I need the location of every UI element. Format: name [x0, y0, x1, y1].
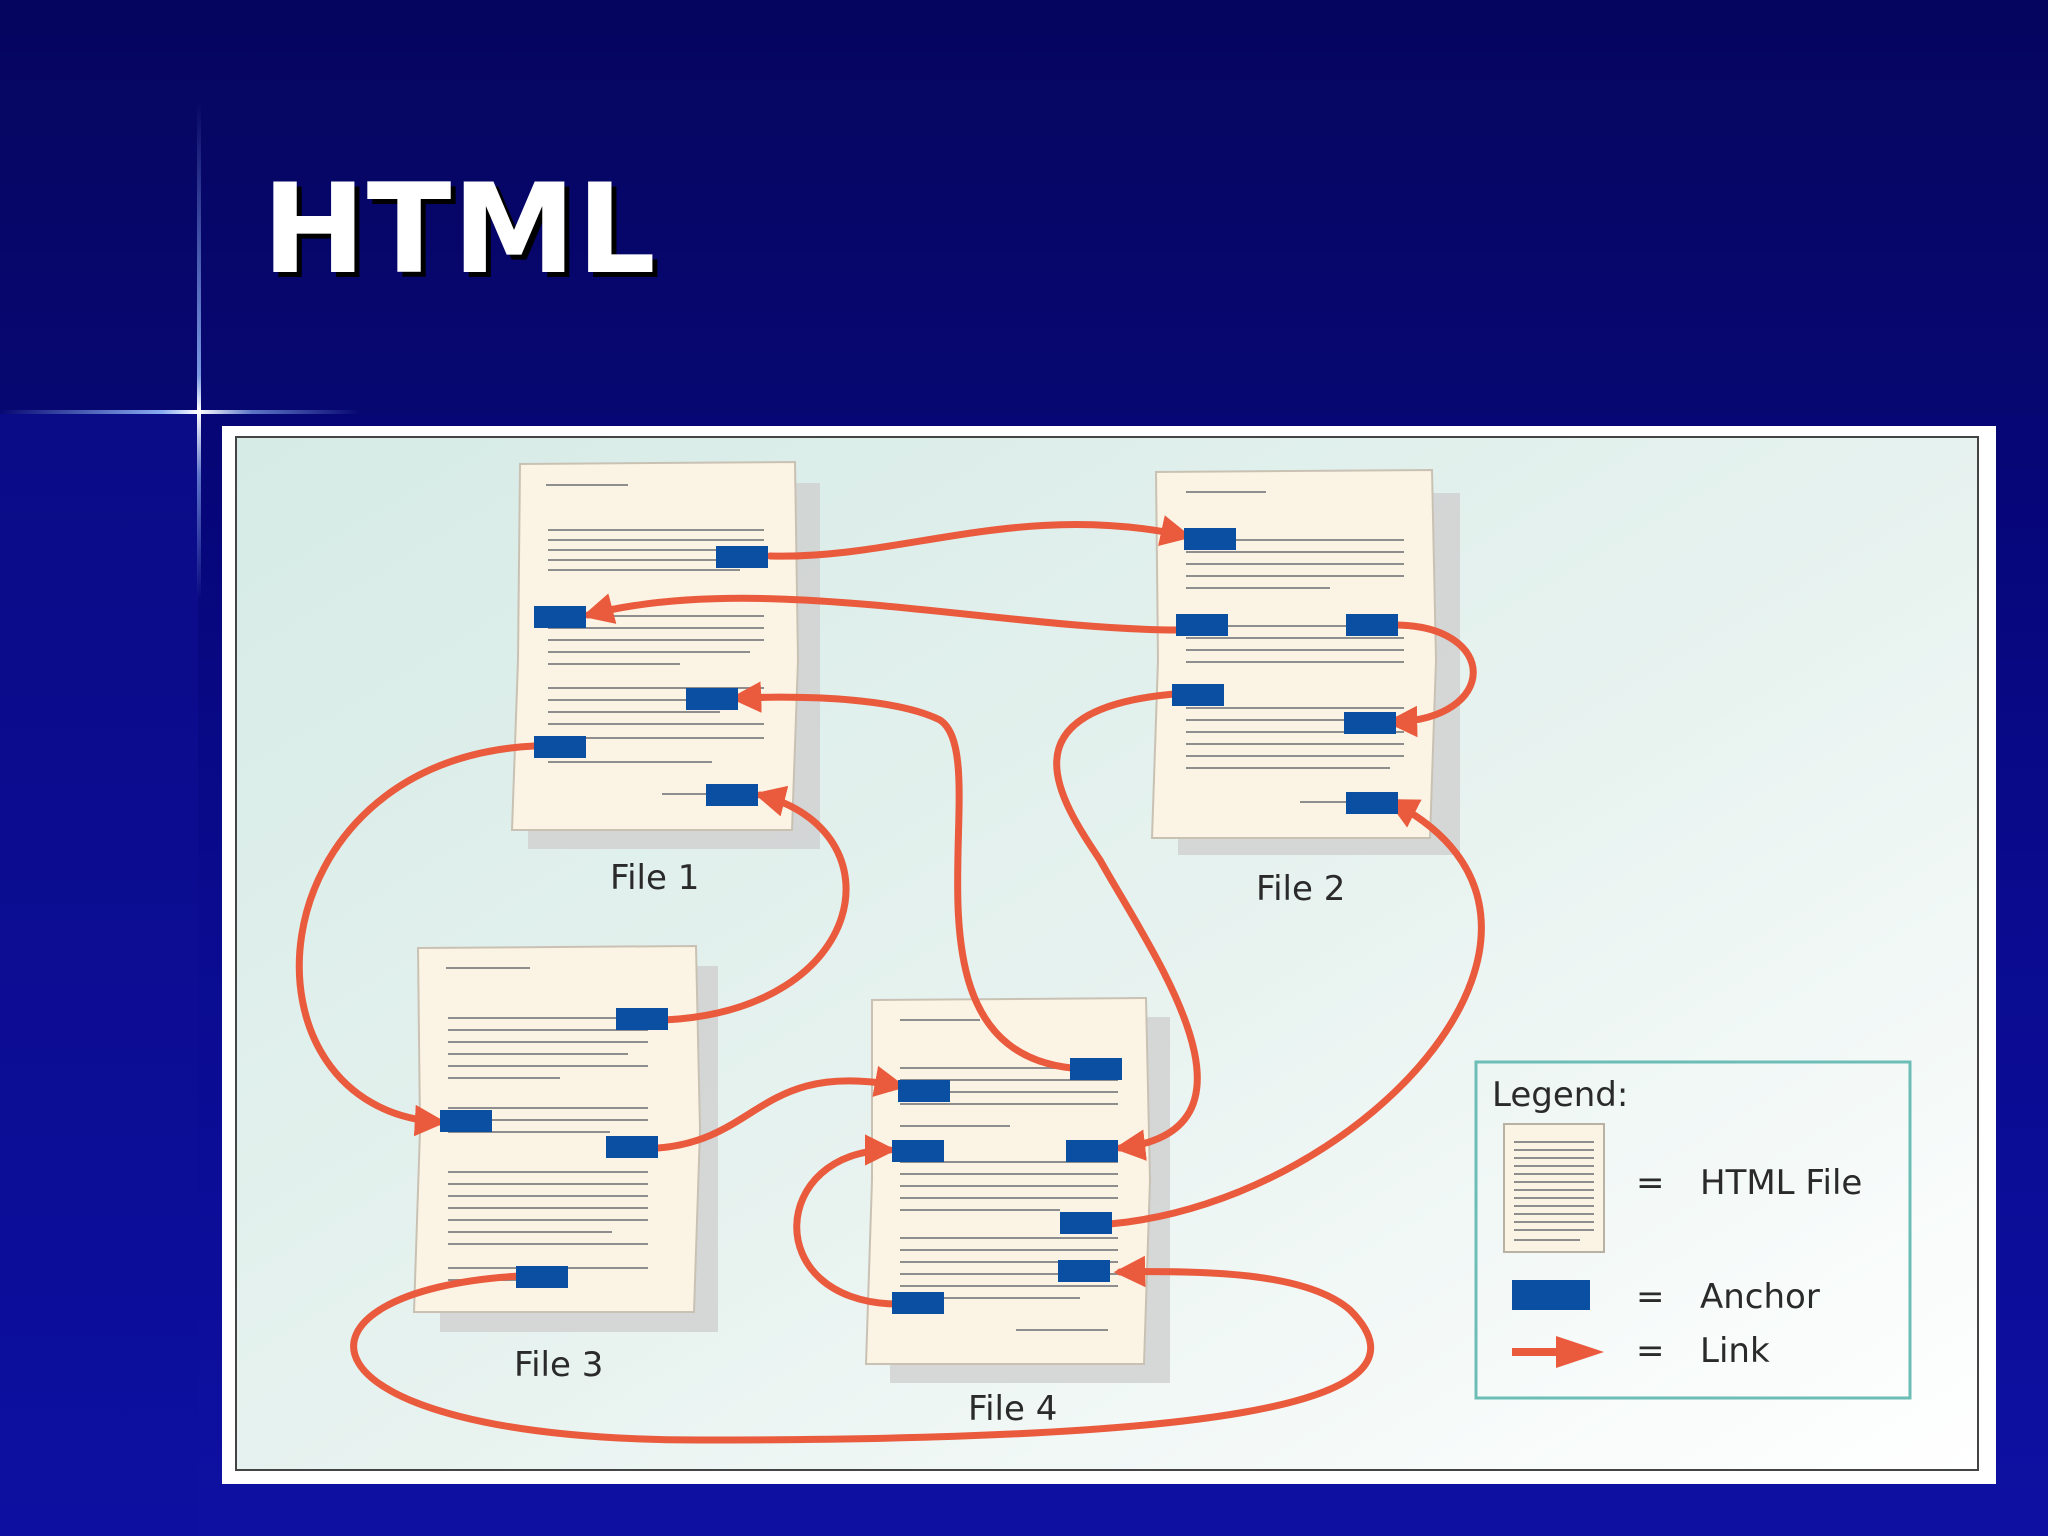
file-4-label: File 4	[968, 1389, 1057, 1429]
sparkle-horizontal	[0, 410, 360, 414]
sparkle-vertical	[197, 100, 201, 600]
file-1-document	[510, 460, 820, 849]
anchor	[1058, 1260, 1110, 1282]
file-2-document	[1150, 468, 1460, 855]
hyperlink-diagram: File 1	[235, 436, 1979, 1471]
legend-link-label: Link	[1700, 1331, 1770, 1371]
anchor	[440, 1110, 492, 1132]
anchor	[1184, 528, 1236, 550]
file-3-document	[412, 944, 718, 1332]
file-2-label: File 2	[1256, 869, 1345, 909]
legend-document-icon	[1503, 1123, 1605, 1253]
anchor	[706, 784, 758, 806]
anchor	[1346, 614, 1398, 636]
legend-link-arrow-icon	[1512, 1336, 1604, 1368]
anchor	[1176, 614, 1228, 636]
slide-left-band	[0, 414, 198, 1536]
link-f3-to-f1	[660, 785, 850, 1024]
link-f4-internal	[793, 1134, 898, 1308]
links	[295, 515, 1485, 1444]
legend-html-file-label: HTML File	[1700, 1163, 1862, 1203]
legend-equals: =	[1636, 1331, 1665, 1371]
anchor	[1066, 1140, 1118, 1162]
anchor	[892, 1140, 944, 1162]
legend-equals: =	[1636, 1163, 1665, 1203]
link-f2-internal	[1385, 621, 1477, 738]
anchor	[716, 546, 768, 568]
anchor	[898, 1080, 950, 1102]
anchor	[516, 1266, 568, 1288]
diagram-figure: File 1	[222, 426, 1996, 1484]
anchor	[1070, 1058, 1122, 1080]
link-f4-to-f2	[1106, 798, 1485, 1228]
legend-equals: =	[1636, 1277, 1665, 1317]
anchor	[534, 606, 586, 628]
legend-anchor-label: Anchor	[1700, 1277, 1820, 1317]
file-3-label: File 3	[514, 1345, 603, 1385]
anchor	[1346, 792, 1398, 814]
anchor	[606, 1136, 658, 1158]
file-1-label: File 1	[610, 858, 699, 898]
anchor	[534, 736, 586, 758]
anchor	[616, 1008, 668, 1030]
link-f1-to-f2	[766, 515, 1193, 560]
anchor	[1172, 684, 1224, 706]
link-f3-to-f4-loop	[350, 1255, 1375, 1444]
slide-header-band	[0, 0, 2048, 414]
link-f2-to-f4	[1053, 690, 1201, 1161]
anchor	[686, 688, 738, 710]
anchors	[440, 528, 1398, 1314]
legend-title: Legend:	[1492, 1075, 1628, 1115]
legend: Legend: =	[1474, 1060, 1912, 1400]
anchor	[892, 1292, 944, 1314]
link-f2-to-f1	[581, 593, 1184, 634]
legend-anchor-swatch	[1512, 1280, 1590, 1310]
link-f3-to-f4	[654, 1065, 907, 1152]
anchor	[1060, 1212, 1112, 1234]
file-4-document	[864, 996, 1170, 1383]
link-f1-to-f3	[295, 742, 538, 1137]
link-f4-to-f1	[729, 681, 1088, 1073]
anchor	[1344, 712, 1396, 734]
slide-title: HTML	[262, 158, 657, 302]
